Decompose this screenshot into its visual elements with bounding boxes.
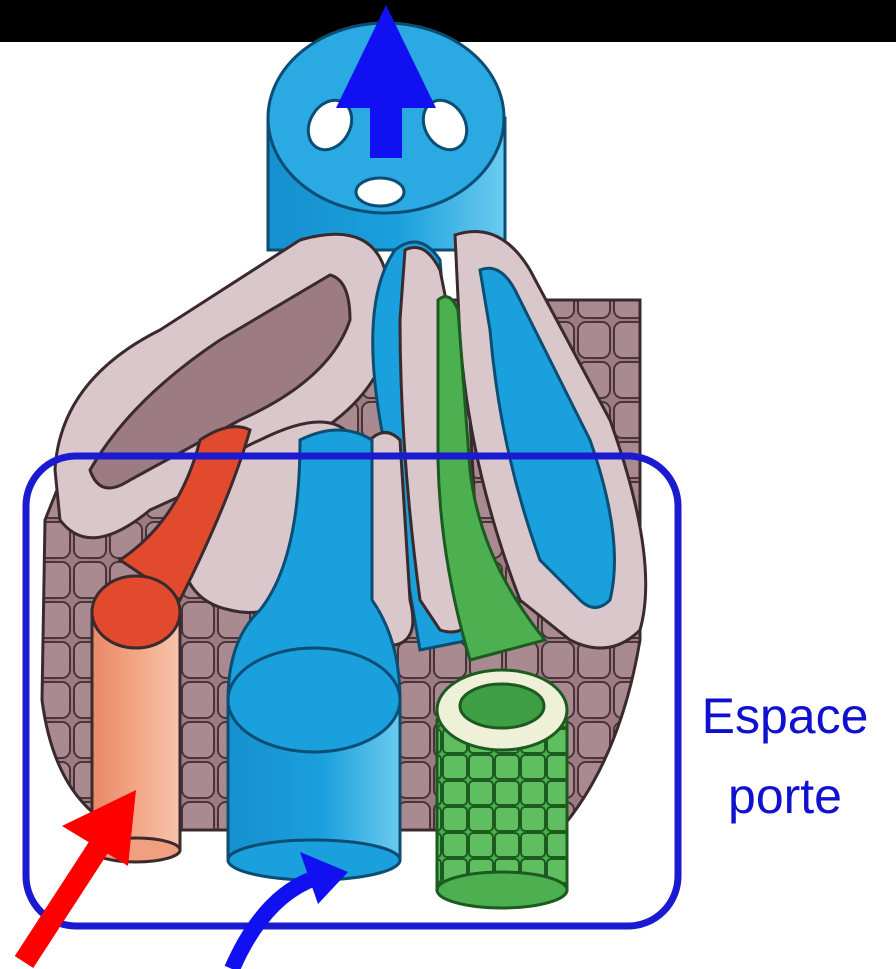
bile-duct (437, 670, 567, 908)
label-porte: porte (680, 768, 890, 824)
label-espace: Espace (680, 688, 890, 744)
red-inflow-arrow (24, 790, 136, 962)
